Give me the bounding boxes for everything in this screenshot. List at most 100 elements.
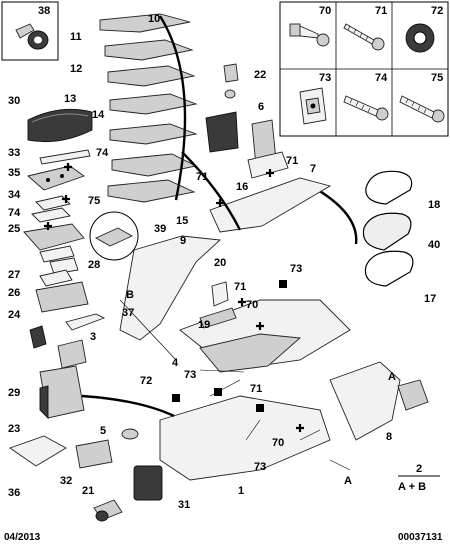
callout-39: 39 <box>154 223 166 235</box>
callout-74b: 74 <box>8 207 21 219</box>
socket-21 <box>93 499 123 522</box>
callout-70b: 70 <box>272 437 284 449</box>
callout-37: 37 <box>122 307 134 319</box>
callout-18: 18 <box>428 199 440 211</box>
lock-24 <box>29 325 47 349</box>
callout-75: 75 <box>88 195 100 207</box>
callout-71d: 71 <box>250 383 262 395</box>
gear-parts-22 <box>223 63 239 99</box>
callout-1: 1 <box>238 485 244 497</box>
callout-27: 27 <box>8 269 20 281</box>
center-console-body <box>119 177 429 481</box>
callout-23: 23 <box>8 423 20 435</box>
strip-33 <box>39 149 91 165</box>
callout-B: B <box>126 289 134 301</box>
cap-5 <box>121 428 139 440</box>
bolt-70-icon <box>289 23 330 47</box>
tray-26 <box>35 281 89 313</box>
shift-housing-6 <box>205 111 239 153</box>
footer-date: 04/2013 <box>4 532 41 543</box>
callout-19: 19 <box>198 319 210 331</box>
callout-A: A <box>388 371 396 383</box>
callout-17: 17 <box>424 293 436 305</box>
armrest-lid-30 <box>27 108 93 143</box>
callout-24: 24 <box>8 309 21 321</box>
callout-30: 30 <box>8 95 20 107</box>
callout-33: 33 <box>8 147 20 159</box>
callout-71a: 71 <box>286 155 298 167</box>
grommet-72-icon <box>405 23 435 53</box>
spacer-34 <box>35 195 71 211</box>
label-71: 71 <box>375 5 387 17</box>
callout-9: 9 <box>180 235 186 247</box>
callout-21: 21 <box>82 485 94 497</box>
legend-formula: 2 A + B <box>398 463 440 493</box>
callout-15: 15 <box>176 215 188 227</box>
hinge-25 <box>23 223 85 263</box>
clip-27 <box>39 269 73 287</box>
callout-73a: 73 <box>290 263 302 275</box>
plus-markers <box>44 163 304 432</box>
fastener-legend: 70 71 72 73 74 75 <box>279 1 449 137</box>
callout-40: 40 <box>428 239 440 251</box>
label-75: 75 <box>431 72 443 84</box>
latch-28 <box>49 257 79 275</box>
callout-12: 12 <box>70 63 82 75</box>
callout-26: 26 <box>8 287 20 299</box>
formula-bottom: A + B <box>398 481 426 493</box>
callouts: 10 11 12 13 14 30 33 74 35 34 75 74 25 1… <box>8 13 440 511</box>
callout-72: 72 <box>140 375 152 387</box>
callout-14: 14 <box>92 109 105 121</box>
bezel-18 <box>365 170 413 205</box>
storage-bin-29 <box>39 365 85 420</box>
formula-top: 2 <box>416 463 422 475</box>
callout-32: 32 <box>60 475 72 487</box>
mat-36 <box>9 435 67 467</box>
callout-71c: 71 <box>234 281 246 293</box>
insert-32 <box>75 439 113 469</box>
callout-16: 16 <box>236 181 248 193</box>
detail-39 <box>89 211 139 261</box>
socket-31 <box>133 465 163 501</box>
leader-lines <box>81 151 351 471</box>
screw-74-icon <box>343 95 389 121</box>
callout-34: 34 <box>8 189 21 201</box>
callout-22: 22 <box>254 69 266 81</box>
callout-74a: 74 <box>96 147 109 159</box>
callout-29: 29 <box>8 387 20 399</box>
bezel-40 <box>362 212 412 251</box>
callout-31: 31 <box>178 499 190 511</box>
callout-71b: 71 <box>196 171 208 183</box>
trim-37 <box>65 313 106 331</box>
shift-knob-16 <box>247 119 289 179</box>
callout-28: 28 <box>88 259 100 271</box>
screw-71-icon <box>343 23 385 51</box>
square-markers <box>172 280 287 412</box>
callout-6: 6 <box>258 101 264 113</box>
callout-73b: 73 <box>184 369 196 381</box>
callout-20: 20 <box>214 257 226 269</box>
footer-ref: 00037131 <box>398 532 443 543</box>
callout-10: 10 <box>148 13 160 25</box>
callout-36: 36 <box>8 487 20 499</box>
screw-75-icon <box>399 95 445 123</box>
callout-35: 35 <box>8 167 20 179</box>
insert-3 <box>57 339 87 369</box>
callout-5: 5 <box>100 425 106 437</box>
clip-nut-73-icon <box>299 87 327 125</box>
callout-70a: 70 <box>246 299 258 311</box>
bracket-74-left <box>31 207 71 223</box>
part-38-inset: 38 <box>1 1 59 61</box>
callout-3: 3 <box>90 331 96 343</box>
callout-11: 11 <box>70 31 82 43</box>
label-74: 74 <box>375 72 388 84</box>
label-72: 72 <box>431 5 443 17</box>
callout-7: 7 <box>310 163 316 175</box>
hinge-plate-35 <box>27 165 85 191</box>
callout-4: 4 <box>172 357 179 369</box>
label-38: 38 <box>38 5 50 17</box>
label-73: 73 <box>319 72 331 84</box>
trim-panel-stack <box>99 13 198 203</box>
callout-25: 25 <box>8 223 20 235</box>
